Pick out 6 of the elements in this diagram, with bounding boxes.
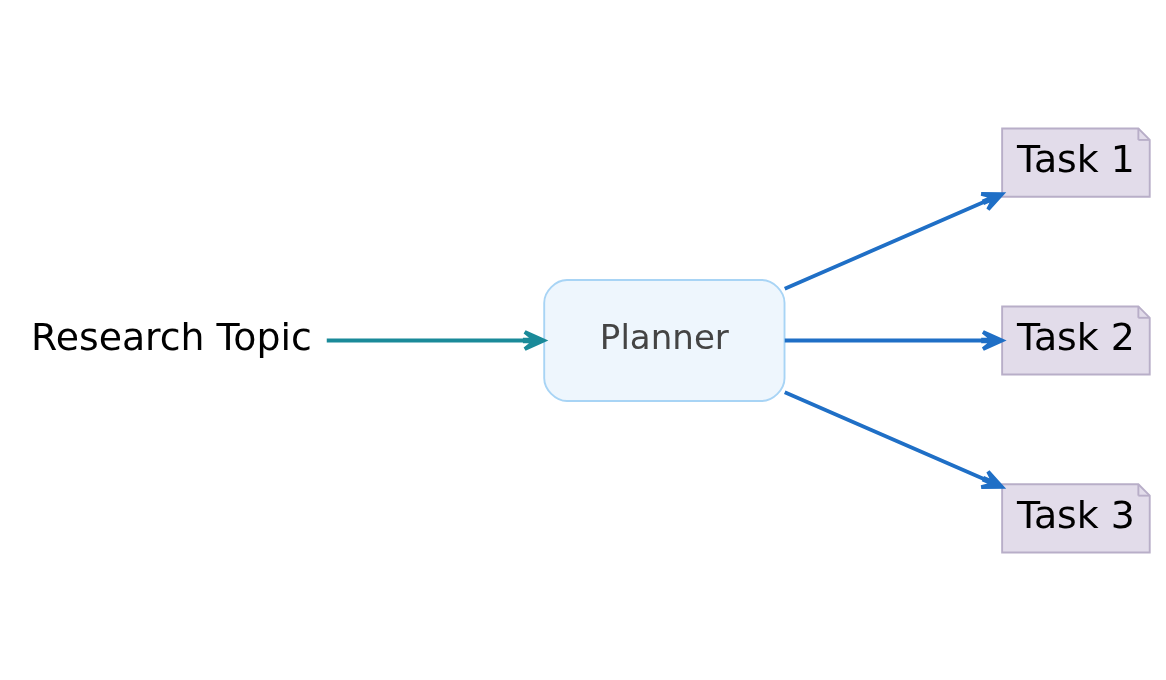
arrow <box>784 329 1004 351</box>
arrow <box>784 191 1004 291</box>
node-text: Research Topic <box>31 314 312 359</box>
arrow <box>326 329 546 351</box>
node-box: Planner <box>543 278 786 402</box>
arrow <box>784 389 1004 489</box>
